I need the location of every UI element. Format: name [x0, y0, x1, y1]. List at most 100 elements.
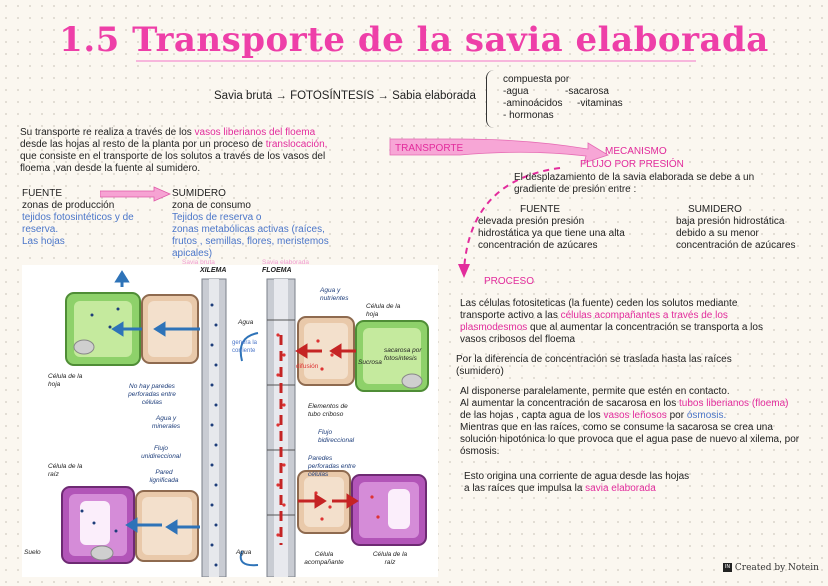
- footer: IN Created by Notein: [723, 563, 819, 573]
- process-text: Las células fotositeticas (la fuente) ce…: [460, 298, 738, 309]
- intro-highlight: vasos liberianos del floema: [194, 127, 316, 138]
- composition-head: compuesta por: [503, 74, 570, 85]
- pared-lignificada-label: Pared lignificada: [149, 469, 179, 484]
- celula-acompanante-label: Célula acompañante: [304, 551, 344, 566]
- source-detail: Las hojas: [22, 236, 65, 247]
- composition: compuesta por -agua -sacarosa -aminoácid…: [503, 74, 623, 122]
- mechanism-text: gradiente de presión entre :: [514, 184, 637, 195]
- intro-text: desde las hojas al resto de la planta po…: [20, 139, 266, 150]
- elementos-tubo-label: Elementos de tubo criboso: [308, 403, 348, 418]
- flujo-label: FLUJO POR PRESIÓN: [580, 159, 684, 170]
- mech-sumidero-text: debido a su menor: [676, 228, 759, 239]
- xilema-label: XILEMA: [200, 267, 227, 274]
- process-text: Mientras que en las raíces, como se cons…: [460, 422, 773, 433]
- mech-fuente-text: elevada presión presión: [478, 216, 585, 227]
- source-to-sink-arrow: [100, 186, 171, 202]
- proceso-label: PROCESO: [484, 276, 535, 287]
- process-text: solución hipotónica lo que provoca que e…: [460, 434, 800, 445]
- paredes-perforadas-label: Paredes perforadas entre células: [308, 455, 356, 478]
- formula-line: Savia bruta → FOTOSÍNTESIS → Sabia elabo…: [214, 90, 476, 102]
- figure-drawing: [61, 270, 429, 577]
- mechanism-sumidero: SUMIDERO baja presión hidrostática debid…: [676, 204, 796, 252]
- comp-item: - hormonas: [503, 110, 554, 121]
- mech-sumidero-text: baja presión hidrostática: [676, 216, 785, 227]
- savia-bruta-label: Savia bruta: [182, 259, 215, 266]
- source-title: FUENTE: [22, 188, 62, 199]
- notein-logo-icon: IN: [723, 563, 732, 572]
- mech-fuente-text: hidrostática ya que tiene una alta: [478, 228, 625, 239]
- process-text: Por la diferencia de concentración se tr…: [456, 354, 732, 365]
- process-b: Por la diferencia de concentración se tr…: [456, 354, 732, 378]
- source-line: zonas de producción: [22, 200, 115, 211]
- source-detail: tejidos fotosintéticos y de: [22, 212, 134, 223]
- sink-detail: Tejidos de reserva o: [172, 212, 262, 223]
- sink-detail: frutos , semillas, flores, meristemos: [172, 236, 329, 247]
- process-c: Al disponerse paralelamente, permite que…: [460, 386, 799, 458]
- mech-fuente-title: FUENTE: [520, 204, 560, 215]
- intro-text: floema ,van desde la fuente al sumidero.: [20, 163, 201, 174]
- process-text: que al aumentar la concentración se tran…: [527, 322, 763, 333]
- comp-item: -vitaminas: [577, 98, 623, 109]
- suelo-label: Suelo: [24, 549, 41, 556]
- process-text: de las hojas , capta agua de los: [460, 410, 604, 421]
- savia-elaborada-label: Savia elaborada: [262, 259, 309, 266]
- comp-item: -agua: [503, 86, 529, 97]
- sink-line: zona de consumo: [172, 200, 251, 211]
- intro-text: que consiste en el transporte de los sol…: [20, 151, 326, 162]
- mechanism-fuente: FUENTE elevada presión presión hidrostát…: [478, 204, 625, 252]
- flujo-unidireccional-label: Flujo unidireccional: [141, 445, 181, 460]
- celula-hoja-label: Célula de la hoja: [366, 303, 401, 318]
- agua-minerales-label: Agua y minerales: [151, 415, 181, 430]
- mech-sumidero-title: SUMIDERO: [688, 204, 742, 215]
- process-text: ósmosis.: [460, 446, 500, 457]
- process-text: vasos cribosos del floema: [460, 334, 576, 345]
- mecanismo-label: MECANISMO: [605, 146, 667, 157]
- celula-raiz-left-label: Célula de la raíz: [48, 463, 83, 478]
- comp-item: -aminoácidos: [503, 98, 563, 109]
- process-highlight: plasmodesmos: [460, 322, 528, 333]
- process-text: a las raíces que impulsa la: [464, 483, 586, 494]
- comp-item: -sacarosa: [565, 86, 609, 97]
- genera-corriente-label: genera la corriente: [232, 340, 258, 354]
- mechanism-intro: El desplazamiento de la savia elaborada …: [514, 172, 754, 196]
- difusion-label: difusión: [296, 363, 319, 370]
- process-highlight: tubos liberianos (floema): [679, 398, 789, 409]
- source-block: FUENTE zonas de producción tejidos fotos…: [22, 188, 134, 248]
- flujo-bidireccional-label: Flujo bidireccional: [318, 429, 355, 444]
- dashed-arrow: [458, 167, 561, 278]
- sink-block: SUMIDERO zona de consumo Tejidos de rese…: [172, 188, 329, 260]
- celula-hoja-left-label: Célula de la hoja: [48, 373, 83, 388]
- process-text: (sumidero): [456, 366, 504, 377]
- agua-bottom-label: Agua: [236, 549, 252, 556]
- transporte-label: TRANSPORTE: [395, 143, 464, 154]
- intro-paragraph: Su transporte re realiza a través de los…: [20, 127, 327, 175]
- page-title: 1.5 Transporte de la savia elaborada: [59, 20, 769, 60]
- process-text: Esto origina una corriente de agua desde…: [464, 471, 690, 482]
- celula-raiz-right-label: Célula de la raíz: [372, 551, 408, 566]
- intro-text: Su transporte re realiza a través de los: [20, 127, 195, 138]
- sucrosa-label: Sucrosa: [358, 359, 382, 366]
- process-highlight: savia elaborada: [585, 483, 656, 494]
- sacarosa-label: sacarosa por fotosíntesis: [384, 347, 422, 362]
- process-text: por: [666, 410, 687, 421]
- source-detail: reserva.: [22, 224, 59, 235]
- sink-title: SUMIDERO: [172, 188, 226, 199]
- title-underline: [136, 60, 696, 62]
- intro-highlight: translocación,: [265, 139, 328, 150]
- agua-nutrientes-label: Agua y nutrientes: [320, 287, 349, 302]
- process-a: Las células fotositeticas (la fuente) ce…: [460, 298, 763, 346]
- brace: [486, 70, 497, 128]
- phloem-xylem-figure: XILEMA FLOEMA Savia bruta Savia elaborad…: [22, 259, 438, 577]
- process-d: Esto origina una corriente de agua desde…: [464, 471, 689, 495]
- no-hay-paredes-label: No hay paredes perforadas entre células: [128, 383, 176, 406]
- mech-fuente-text: concentración de azúcares: [478, 240, 598, 251]
- mechanism-text: El desplazamiento de la savia elaborada …: [514, 172, 755, 183]
- sink-detail: zonas metabólicas activas (raíces,: [172, 224, 325, 235]
- process-highlight: células acompañantes a través de los: [560, 310, 728, 321]
- process-highlight: vasos leñosos: [603, 410, 667, 421]
- process-text: Al disponerse paralelamente, permite que…: [460, 386, 730, 397]
- process-highlight: ósmosis.: [686, 410, 727, 421]
- footer-text: Created by Notein: [734, 563, 819, 573]
- process-text: Al aumentar la concentración de sacarosa…: [460, 398, 680, 409]
- agua-label: Agua: [238, 319, 254, 326]
